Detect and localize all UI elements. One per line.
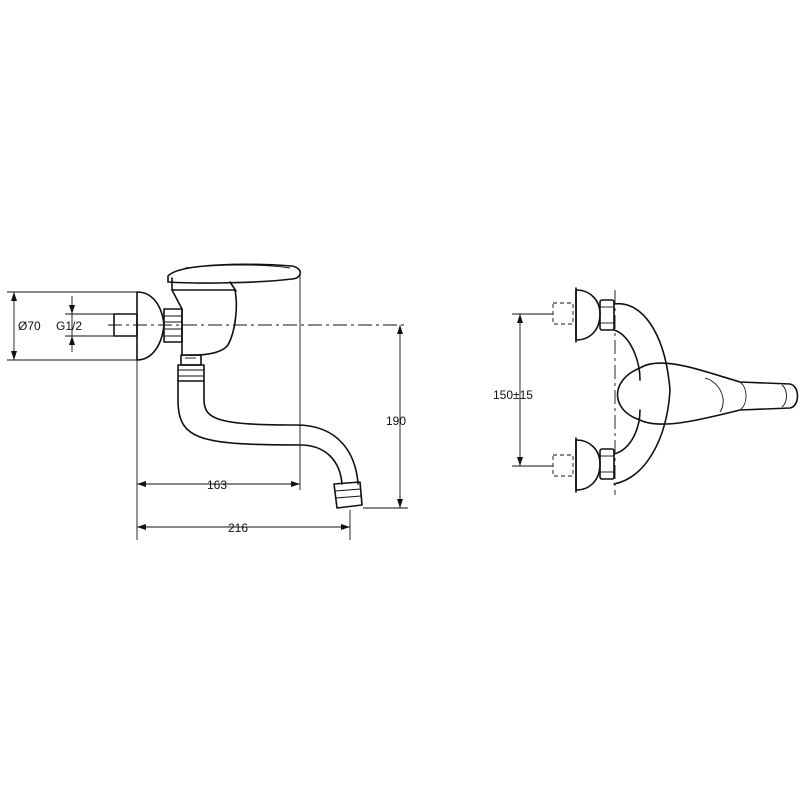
front-lever-handle xyxy=(616,362,799,425)
thread-label: G1/2 xyxy=(56,319,82,333)
dimension-length: 216 xyxy=(137,521,350,535)
dimension-spacing: 150±15 xyxy=(493,313,553,467)
side-view: Ø70 G1/2 190 163 216 xyxy=(7,263,408,540)
wall-flange xyxy=(136,291,165,361)
dimension-diameter: Ø70 xyxy=(11,292,41,360)
lever-handle xyxy=(167,263,302,292)
length-label: 216 xyxy=(228,521,248,535)
reach-label: 163 xyxy=(207,478,227,492)
swivel-joint xyxy=(177,354,205,382)
mixer-body xyxy=(171,277,238,356)
coupling-nut xyxy=(163,308,183,343)
dimension-height: 190 xyxy=(386,325,406,508)
height-label: 190 xyxy=(386,414,406,428)
dimension-thread: G1/2 xyxy=(56,296,82,352)
front-body xyxy=(613,302,671,485)
lower-inlet xyxy=(552,437,615,493)
dimension-reach: 163 xyxy=(137,478,300,492)
spacing-label: 150±15 xyxy=(493,388,533,402)
upper-inlet xyxy=(552,287,615,343)
diameter-label: Ø70 xyxy=(18,319,41,333)
spout xyxy=(177,380,359,485)
front-view: 150±15 xyxy=(493,287,799,495)
aerator xyxy=(333,481,363,509)
